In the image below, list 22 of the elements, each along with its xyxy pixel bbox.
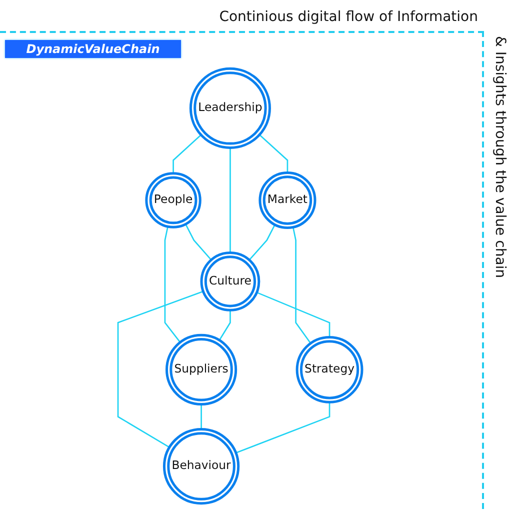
connector — [164, 226, 181, 343]
connector — [236, 402, 330, 454]
connector — [184, 224, 212, 260]
connector — [117, 290, 204, 448]
flow-caption: Continious digital flow of Information — [219, 9, 478, 25]
node-circle: Behaviour — [162, 428, 240, 505]
connector — [172, 134, 202, 174]
connector — [256, 292, 330, 338]
node-circle: People — [145, 172, 202, 228]
connector — [200, 404, 202, 430]
connector — [248, 224, 276, 260]
node-circle: Market — [258, 171, 316, 229]
node-circle: Leadership — [189, 67, 271, 149]
title-banner: DynamicValueChain — [5, 40, 181, 58]
connector — [230, 148, 231, 253]
connector — [259, 134, 288, 173]
connector — [218, 310, 231, 341]
node-circle: Strategy — [296, 336, 364, 404]
node-circle: Culture — [200, 251, 260, 312]
flow-caption: & Insights through the value chain — [492, 36, 508, 278]
connector — [292, 227, 312, 344]
node-circle: Suppliers — [166, 334, 238, 406]
